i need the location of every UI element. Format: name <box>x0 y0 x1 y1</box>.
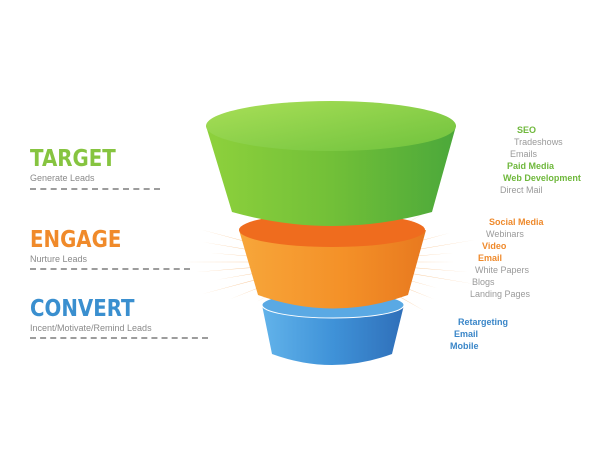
tactic-item: Emails <box>510 149 538 159</box>
stage-title-target: TARGET <box>30 146 116 172</box>
tactic-item: Retargeting <box>458 317 509 327</box>
stage-subtitle-target: Generate Leads <box>30 173 95 183</box>
tactics-convert: Retargeting Email Mobile <box>448 316 508 352</box>
stage-engage: ENGAGE Nurture Leads <box>30 227 136 264</box>
tactic-item: Mobile <box>450 341 479 351</box>
stage-subtitle-convert: Incent/Motivate/Remind Leads <box>30 323 152 333</box>
engage-funnel-segment <box>239 230 426 309</box>
tactic-item: Web Development <box>503 173 581 183</box>
tactic-item: Email <box>478 253 503 263</box>
convert-funnel-segment <box>262 305 404 365</box>
tactic-item: Video <box>482 241 507 251</box>
tactic-item: White Papers <box>475 265 530 275</box>
tactic-item: Landing Pages <box>470 289 531 299</box>
stage-target: TARGET Generate Leads <box>30 146 130 183</box>
tactic-item: Paid Media <box>507 161 555 171</box>
tactic-item: Blogs <box>472 277 495 287</box>
tactic-item: Direct Mail <box>500 185 543 195</box>
stage-title-convert: CONVERT <box>30 296 135 322</box>
divider-engage <box>30 268 190 270</box>
tactic-item: SEO <box>517 125 537 135</box>
tactic-item: Social Media <box>489 217 544 227</box>
target-segment-rim <box>206 101 456 151</box>
stage-subtitle-engage: Nurture Leads <box>30 254 88 264</box>
stage-title-engage: ENGAGE <box>30 227 122 253</box>
tactic-item: Email <box>454 329 479 339</box>
tactics-target: SEO Tradeshows Emails Paid Media Web Dev… <box>500 124 581 196</box>
divider-target <box>30 188 160 190</box>
stage-convert: CONVERT Incent/Motivate/Remind Leads <box>30 296 152 333</box>
tactic-item: Webinars <box>486 229 524 239</box>
divider-convert <box>30 337 208 339</box>
tactics-engage: Social Media Webinars Video Email White … <box>470 216 544 300</box>
tactic-item: Tradeshows <box>514 137 563 147</box>
target-funnel-segment <box>206 126 456 226</box>
